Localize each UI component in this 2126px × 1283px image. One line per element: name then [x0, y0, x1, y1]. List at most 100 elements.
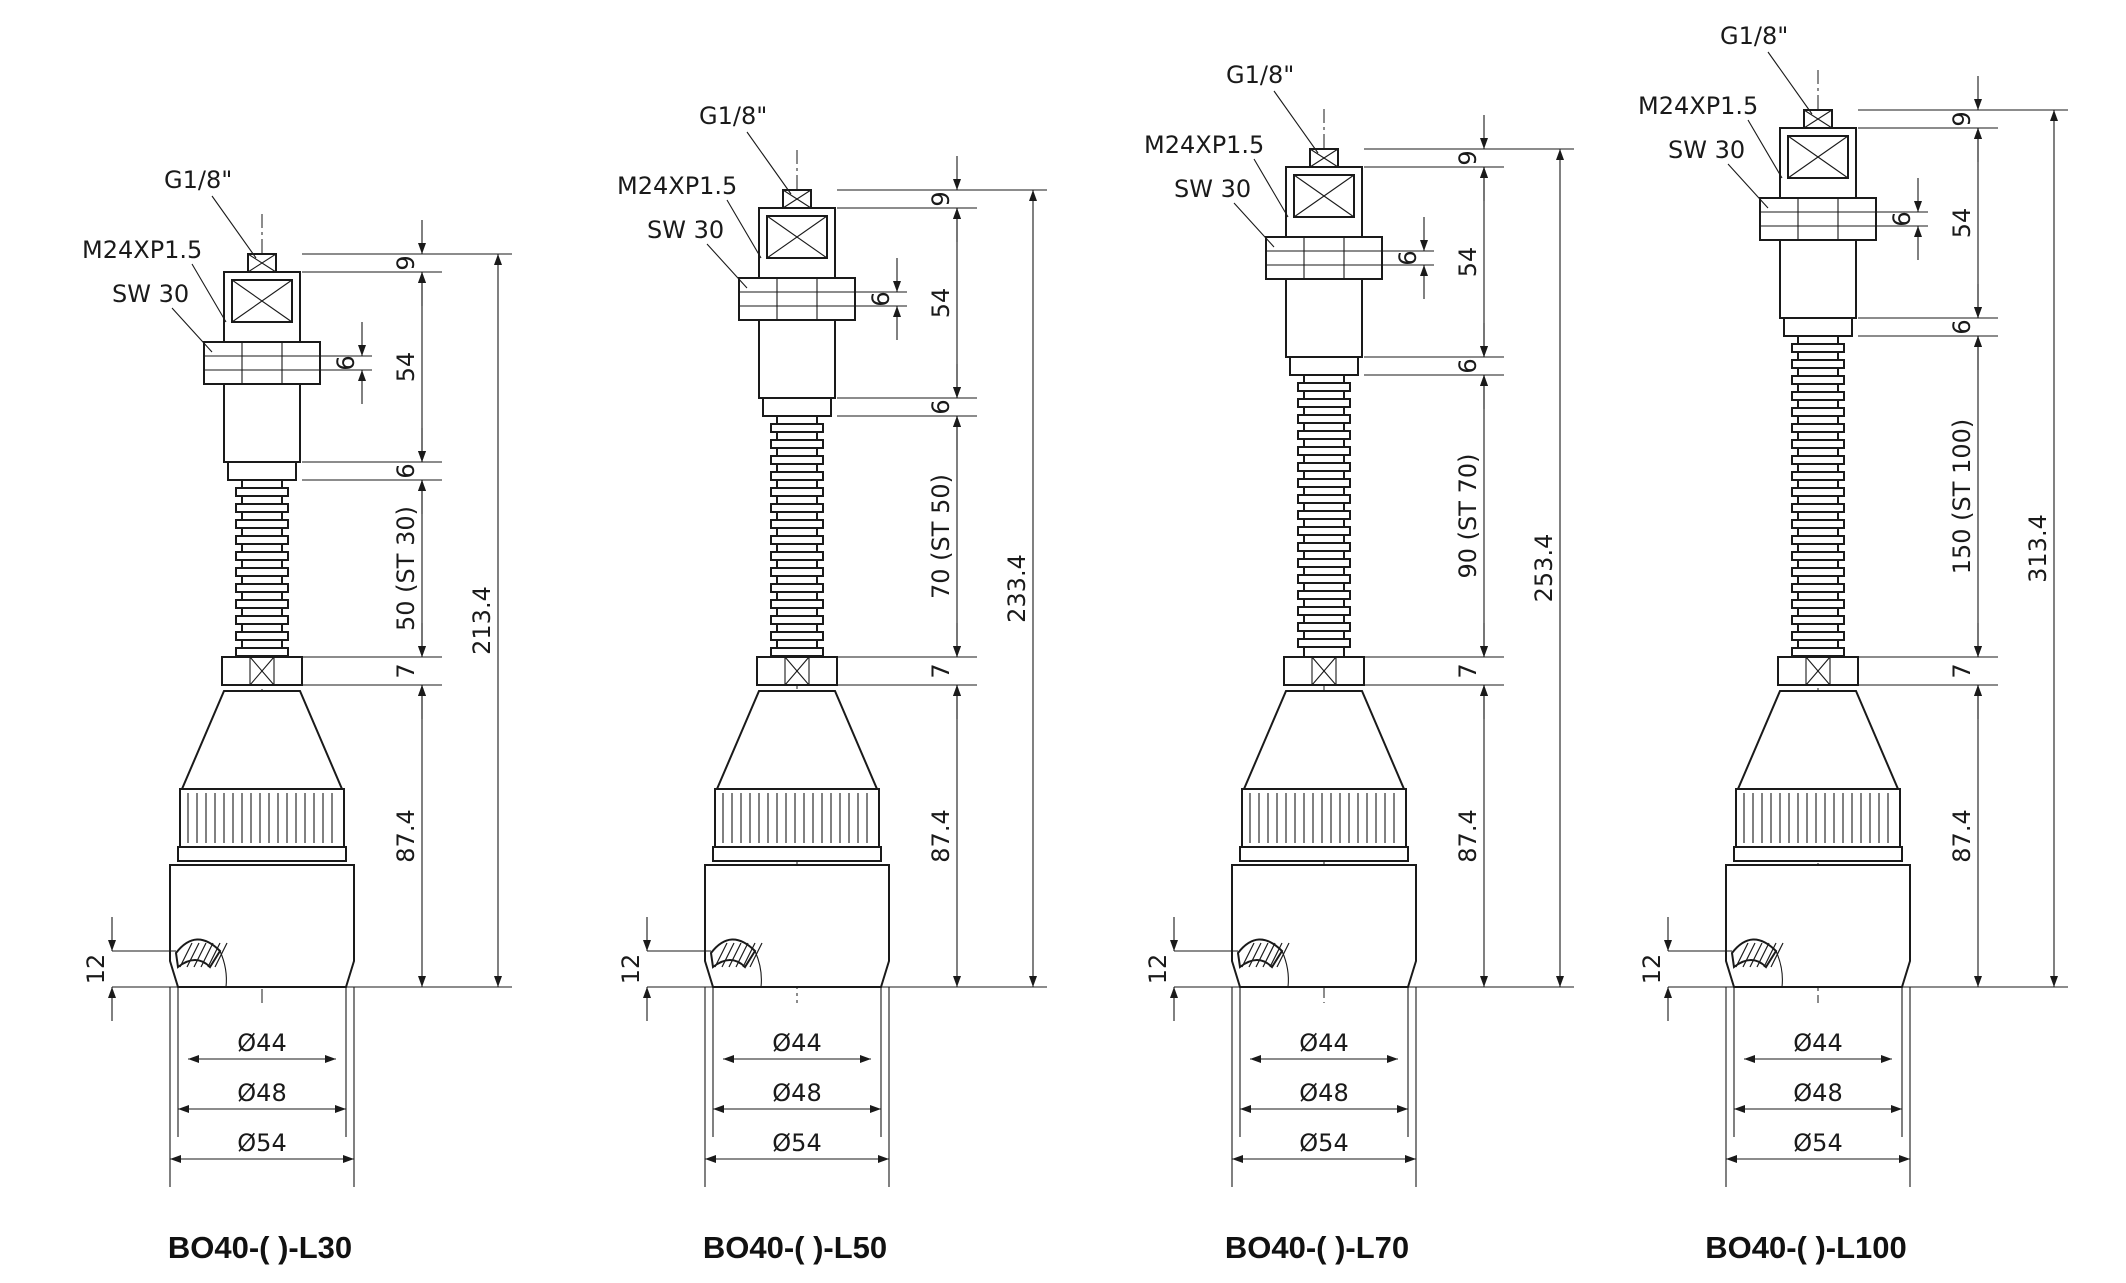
arrowhead — [325, 1055, 336, 1063]
rod-rib — [1791, 471, 1845, 481]
rod-rib — [1297, 382, 1351, 392]
arrowhead — [1397, 1105, 1408, 1113]
arrowhead — [170, 1155, 181, 1163]
dim-top-label: 9 — [1454, 150, 1482, 165]
rod-rib — [235, 647, 289, 657]
recess-profile — [174, 938, 222, 969]
arrowhead — [1744, 1055, 1755, 1063]
arrowhead — [188, 1055, 199, 1063]
neck — [1289, 356, 1359, 376]
wrench-label: SW 30 — [1174, 175, 1251, 203]
knurl-ring — [1735, 788, 1901, 848]
recess-section — [174, 938, 228, 969]
dim-housing-label: 54 — [392, 352, 420, 383]
dim-head-label: 87.4 — [1454, 809, 1482, 862]
hatch-line — [1749, 942, 1763, 968]
rod-rib — [770, 567, 824, 577]
rod-rib — [1297, 590, 1351, 600]
dim-nut-label: 6 — [1394, 250, 1422, 265]
dim-nut-label: 6 — [332, 355, 360, 370]
arrowhead — [953, 208, 961, 219]
arrowhead — [1974, 976, 1982, 987]
rod-rib — [235, 535, 289, 545]
wrench-label: SW 30 — [112, 280, 189, 308]
rod-rib — [1791, 359, 1845, 369]
arrowhead — [1556, 976, 1564, 987]
rod-rib — [1791, 503, 1845, 513]
arrowhead — [723, 1055, 734, 1063]
port-label: G1/8" — [1226, 61, 1294, 89]
rod-rib — [770, 535, 824, 545]
hatch-line — [1770, 942, 1784, 968]
rod-rib — [1297, 574, 1351, 584]
arrowhead — [1974, 128, 1982, 139]
arrowhead — [1480, 375, 1488, 386]
leader — [1767, 51, 1813, 115]
arrowhead — [1914, 226, 1922, 237]
rod-rib — [235, 615, 289, 625]
dim-total-label: 213.4 — [468, 586, 496, 655]
cone — [715, 690, 879, 790]
dim-top-label: 9 — [927, 191, 955, 206]
neck — [762, 397, 832, 417]
collar-cross — [1311, 656, 1337, 686]
rod-rib — [235, 599, 289, 609]
band — [1239, 846, 1409, 862]
arrowhead — [358, 345, 366, 356]
arrowhead — [494, 976, 502, 987]
dim-housing-label: 54 — [1948, 208, 1976, 239]
rod-rib — [1791, 455, 1845, 465]
rod-rib — [770, 631, 824, 641]
rod-rib — [1791, 631, 1845, 641]
dim-stroke-label: 50 (ST 30) — [392, 506, 420, 631]
rod-rib — [1791, 551, 1845, 561]
arrowhead — [358, 370, 366, 381]
rod-rib — [235, 567, 289, 577]
rod-rib — [770, 455, 824, 465]
arrowhead — [1974, 99, 1982, 110]
rod-rib — [1791, 375, 1845, 385]
arrowhead — [953, 179, 961, 190]
hatch-line — [179, 942, 193, 968]
port-label: G1/8" — [164, 166, 232, 194]
cone — [1242, 690, 1406, 790]
arrowhead — [953, 387, 961, 398]
recess-curve — [1775, 950, 1783, 988]
rod-rib — [1297, 510, 1351, 520]
dim-collar-label: 7 — [392, 663, 420, 678]
arrowhead — [1480, 346, 1488, 357]
recess-section — [1236, 938, 1290, 969]
hex-cross — [1293, 174, 1355, 218]
hatch-line — [200, 942, 214, 968]
hatch-line — [1255, 942, 1269, 968]
wrench-label: SW 30 — [647, 216, 724, 244]
collar — [1283, 656, 1365, 686]
wrench-label: SW 30 — [1668, 136, 1745, 164]
thread-label: M24XP1.5 — [617, 172, 737, 200]
dim-recess-label: 12 — [617, 954, 645, 985]
arrowhead — [953, 685, 961, 696]
rod-rib — [770, 439, 824, 449]
rod-rib — [770, 647, 824, 657]
hatch-line — [749, 942, 763, 968]
hatch-line — [1269, 942, 1283, 968]
rod-rib — [770, 599, 824, 609]
hatch-line — [714, 942, 728, 968]
arrowhead — [1974, 307, 1982, 318]
thread-label: M24XP1.5 — [82, 236, 202, 264]
hatch-line — [207, 942, 221, 968]
arrowhead — [418, 480, 426, 491]
arrowhead — [1974, 685, 1982, 696]
hatch-line — [1276, 942, 1290, 968]
rod-rib — [1297, 542, 1351, 552]
dia-mid-label: Ø48 — [237, 1079, 286, 1107]
base — [169, 864, 355, 988]
arrowhead — [1240, 1105, 1251, 1113]
dim-stroke-label: 70 (ST 50) — [927, 474, 955, 599]
thread-label: M24XP1.5 — [1638, 92, 1758, 120]
arrowhead — [1170, 940, 1178, 951]
hex-cross — [766, 215, 828, 259]
